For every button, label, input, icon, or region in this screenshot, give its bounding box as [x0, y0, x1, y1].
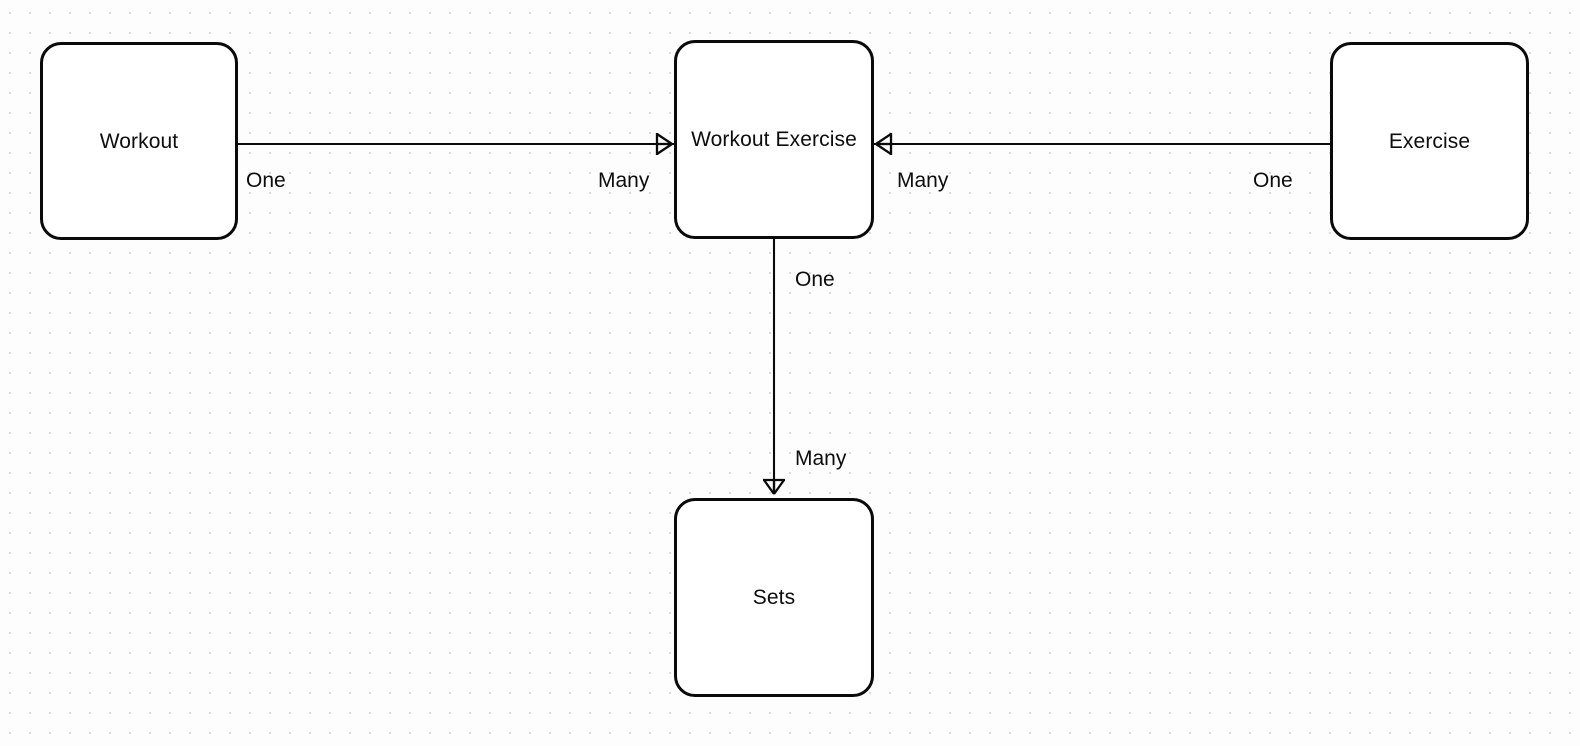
- entity-exercise[interactable]: Exercise: [1330, 42, 1529, 240]
- crows-foot-many-right: [875, 133, 893, 155]
- entity-workout-exercise-label: Workout Exercise: [691, 128, 857, 151]
- cardinality-label-workout-exercise-right-many: Many: [897, 169, 949, 192]
- crows-foot-many-left: [655, 133, 673, 155]
- entity-workout[interactable]: Workout: [40, 42, 238, 240]
- entity-workout-exercise[interactable]: Workout Exercise: [674, 40, 874, 239]
- entity-sets-label: Sets: [752, 586, 796, 609]
- cardinality-label-workout-exercise-bottom-one: One: [795, 268, 835, 291]
- cardinality-label-workout-exercise-left-many: Many: [598, 169, 650, 192]
- cardinality-label-sets-many: Many: [795, 447, 847, 470]
- entity-sets[interactable]: Sets: [674, 498, 874, 697]
- edge-workout-exercise-to-sets[interactable]: [763, 239, 785, 495]
- edge-workout-exercise-to-exercise[interactable]: [874, 133, 1330, 155]
- entity-exercise-label: Exercise: [1388, 129, 1471, 153]
- entity-workout-label: Workout: [99, 129, 179, 153]
- crows-foot-many-down: [763, 478, 785, 495]
- edge-workout-to-workout-exercise[interactable]: [238, 133, 674, 155]
- cardinality-label-workout-one: One: [246, 169, 286, 192]
- cardinality-label-exercise-one: One: [1253, 169, 1293, 192]
